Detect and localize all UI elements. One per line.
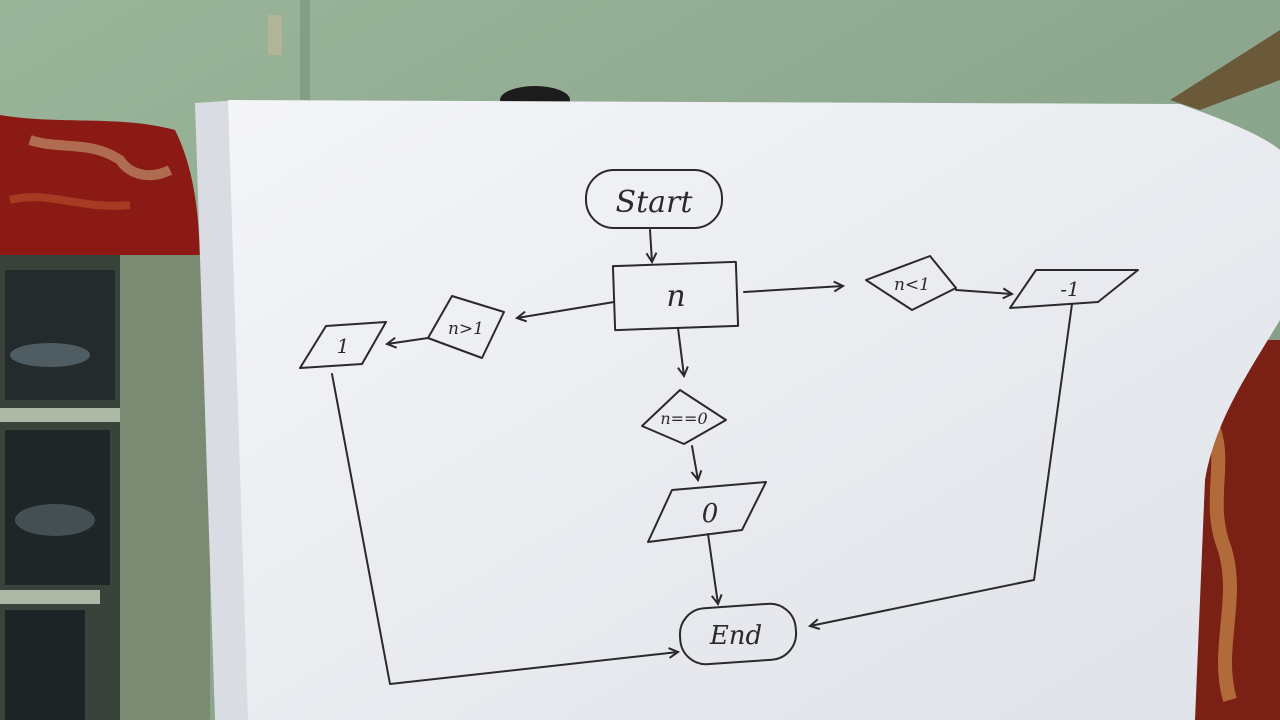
start-label: Start bbox=[616, 185, 694, 220]
shelf-board-1 bbox=[0, 408, 120, 422]
arrow-input-to-eq bbox=[677, 327, 684, 376]
eq-label: n==0 bbox=[660, 409, 707, 428]
gt-label: n>1 bbox=[448, 319, 484, 339]
arrow-start-to-input bbox=[650, 229, 652, 262]
arrow-gt-to-one bbox=[387, 338, 429, 344]
end-terminator bbox=[678, 602, 798, 666]
decision-eq bbox=[641, 389, 727, 445]
curtain-pattern bbox=[1203, 416, 1237, 703]
arrow-one-to-end bbox=[331, 373, 678, 685]
red-cloth bbox=[0, 115, 200, 270]
lt-label: n<1 bbox=[894, 275, 930, 295]
shelf-item-1 bbox=[5, 270, 115, 400]
decision-gt bbox=[427, 295, 505, 359]
shelf-board-2 bbox=[0, 590, 100, 604]
arrow-lt-to-neg bbox=[955, 290, 1012, 294]
arrow-eq-to-zero bbox=[692, 445, 698, 480]
arrow-input-to-gt bbox=[517, 301, 615, 318]
shelf-item-blob-2 bbox=[15, 504, 95, 536]
one-label: 1 bbox=[337, 334, 350, 358]
window-frame bbox=[1170, 30, 1280, 110]
arrow-neg-to-end bbox=[810, 303, 1073, 626]
shelf-item-3 bbox=[5, 610, 85, 720]
arrow-zero-to-end bbox=[707, 533, 718, 604]
flowchart bbox=[299, 169, 1139, 685]
neg-label: -1 bbox=[1060, 277, 1079, 301]
shelf-item-blob bbox=[10, 343, 90, 367]
cloth-pattern bbox=[28, 135, 173, 181]
output-zero-box bbox=[647, 481, 767, 543]
output-neg-box bbox=[1009, 269, 1139, 309]
arrow-input-to-lt bbox=[743, 286, 843, 293]
decision-lt bbox=[865, 255, 957, 311]
shelf-frame bbox=[120, 255, 210, 720]
input-box bbox=[611, 260, 740, 332]
wall-seam bbox=[300, 0, 310, 100]
paper-sheet bbox=[228, 100, 1280, 720]
zero-label: 0 bbox=[702, 499, 719, 529]
input-label: n bbox=[666, 279, 685, 314]
cloth-pattern-2 bbox=[9, 193, 131, 210]
flowchart-labels: Start n n>1 1 n<1 -1 n==0 0 End bbox=[337, 185, 1080, 651]
output-one-box bbox=[299, 321, 387, 369]
end-label: End bbox=[709, 621, 762, 651]
start-terminator bbox=[585, 169, 723, 229]
wall-hook bbox=[268, 15, 282, 55]
